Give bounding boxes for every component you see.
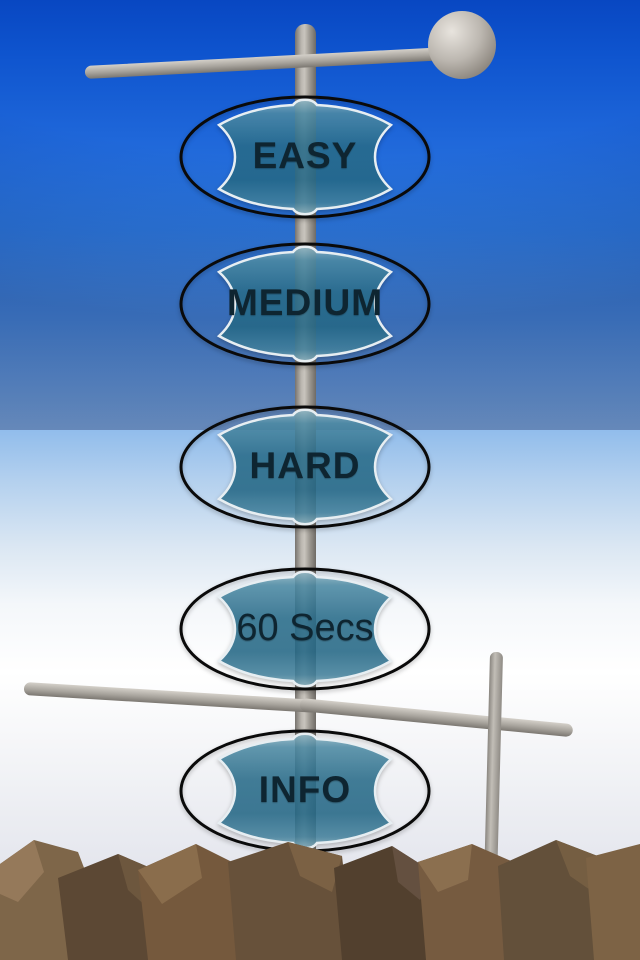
- plaque-shape: [179, 405, 431, 529]
- menu-button-info-label: INFO: [258, 769, 352, 810]
- menu-button-medium-label: MEDIUM: [226, 282, 384, 323]
- plaque-shape: [179, 95, 431, 219]
- crossbar-ball: [428, 11, 496, 79]
- menu-button-60secs[interactable]: 60 Secs: [177, 565, 433, 693]
- menu-button-hard[interactable]: HARD: [177, 403, 433, 531]
- plaque-shape: [179, 567, 431, 691]
- menu-button-easy-label: EASY: [252, 135, 358, 176]
- menu-button-info[interactable]: INFO: [177, 727, 433, 855]
- rocks-terrain: [0, 840, 640, 960]
- plaque-shape: [179, 242, 431, 366]
- menu-button-hard-label: HARD: [249, 445, 361, 486]
- menu-button-medium[interactable]: MEDIUM: [177, 240, 433, 368]
- menu-button-easy[interactable]: EASY: [177, 93, 433, 221]
- menu-button-60secs-label: 60 Secs: [236, 606, 374, 649]
